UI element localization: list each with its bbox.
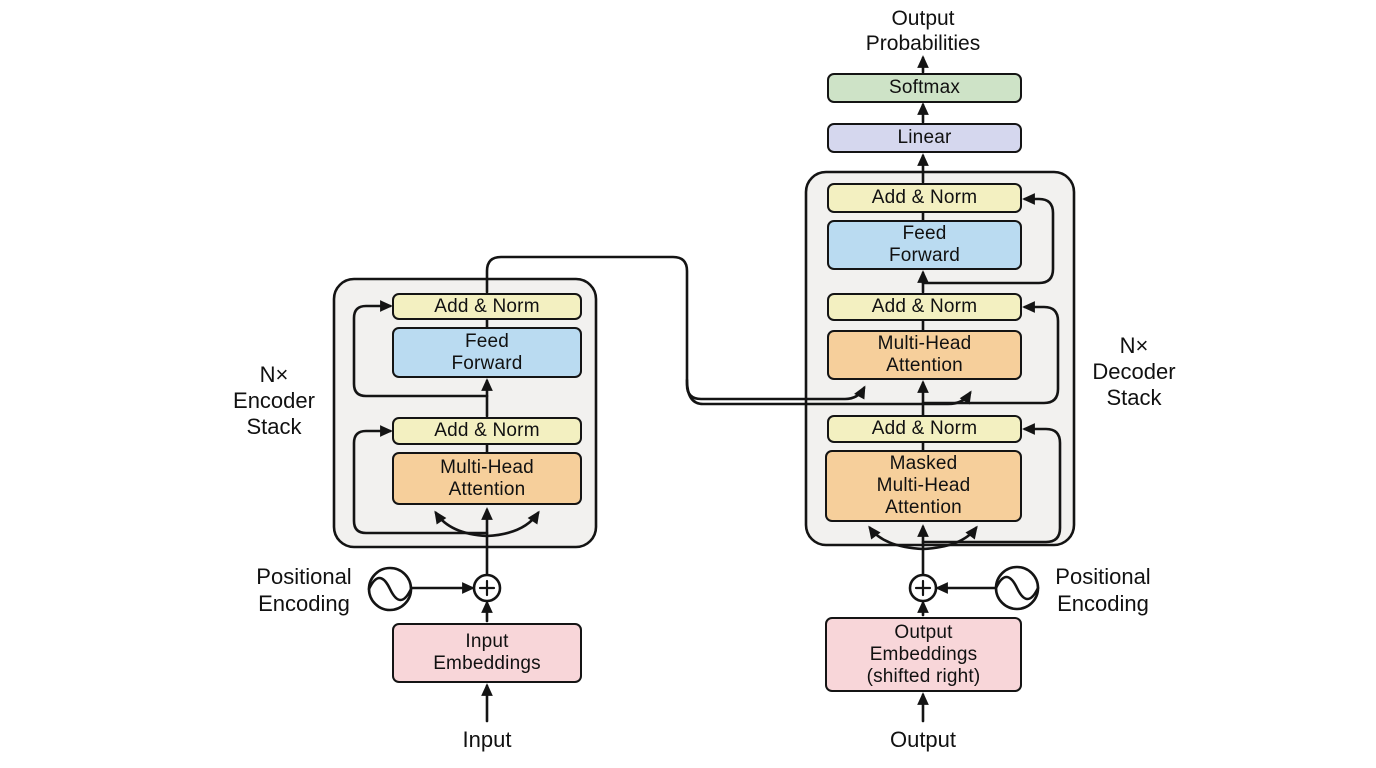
add-norm-label: Add & Norm <box>434 295 540 317</box>
input-embedding-label-line1: Input <box>465 631 509 652</box>
encoder-add-norm-bottom-box: Add & Norm <box>392 417 582 445</box>
encoder-qkv-left-arrow <box>434 510 489 538</box>
add-norm-label: Add & Norm <box>434 420 540 441</box>
sine-wave-icon-right <box>994 575 1040 601</box>
masked-mha-label-line2: Multi-Head <box>876 475 971 496</box>
output-embedding-label-line1: Output <box>894 621 953 643</box>
positional-encoding-right-line1: Positional <box>1055 564 1151 589</box>
decoder-qkv-left-arrow <box>868 525 925 551</box>
input-label: Input <box>462 727 512 752</box>
input-embedding-box: Input Embeddings <box>392 623 582 683</box>
positional-encoding-left-label: Positional Encoding <box>224 563 384 617</box>
plus-icon-right <box>914 579 932 597</box>
decoder-add-norm-bottom-box: Add & Norm <box>827 415 1022 443</box>
positional-encoding-right-line2: Encoding <box>1057 591 1149 616</box>
decoder-multi-head-attention-box: Multi-Head Attention <box>827 330 1022 380</box>
encoder-qkv-right-arrow <box>485 510 540 538</box>
softmax-label: Softmax <box>888 77 961 98</box>
output-probabilities-line2: Probabilities <box>865 32 981 55</box>
decoder-stack-line1: N× <box>1119 333 1149 358</box>
output-label: Output <box>889 727 957 752</box>
decoder-stack-line2: Decoder <box>1092 359 1176 384</box>
positional-encoding-left-line1: Positional <box>256 564 352 589</box>
encoder-stack-line2: Encoder <box>233 388 315 413</box>
add-norm-label: Add & Norm <box>871 418 978 439</box>
decoder-residual-1 <box>921 423 1062 544</box>
output-embedding-label-line3: (shifted right) <box>866 665 981 687</box>
decoder-stack-label: N× Decoder Stack <box>1064 333 1204 411</box>
encoder-multi-head-attention-box: Multi-Head Attention <box>392 452 582 505</box>
output-probabilities-label: Output Probabilities <box>823 6 1023 56</box>
sine-wave-icon-left <box>367 576 413 602</box>
linear-label: Linear <box>897 127 952 148</box>
encoder-stack-label: N× Encoder Stack <box>204 362 344 440</box>
encoder-to-decoder-connection <box>485 255 866 401</box>
input-embedding-label-line2: Embeddings <box>433 653 541 674</box>
positional-encoding-right-label: Positional Encoding <box>1023 563 1183 617</box>
encoder-residual-1 <box>352 425 489 535</box>
softmax-box: Softmax <box>827 73 1022 103</box>
output-embedding-box: Output Embeddings (shifted right) <box>825 617 1022 692</box>
decoder-add-norm-mid-box: Add & Norm <box>827 293 1022 321</box>
encoder-feed-forward-box: Feed Forward <box>392 327 582 378</box>
encoder-stack-line3: Stack <box>246 414 302 439</box>
masked-multi-head-attention-box: Masked Multi-Head Attention <box>825 450 1022 522</box>
mha-label-line1: Multi-Head <box>440 456 534 478</box>
positional-encoding-left-line2: Encoding <box>258 591 350 616</box>
masked-mha-label-line1: Masked <box>889 453 958 474</box>
add-norm-label: Add & Norm <box>871 187 978 208</box>
feed-forward-label-line1: Feed <box>464 330 510 352</box>
mha-label-line2: Attention <box>448 478 526 500</box>
connection-lines <box>352 55 1062 723</box>
feed-forward-label-line2: Forward <box>451 352 523 374</box>
decoder-residual-3 <box>921 193 1055 285</box>
masked-mha-label-line3: Attention <box>885 497 962 518</box>
output-embedding-label-line2: Embeddings <box>869 643 978 665</box>
decoder-add-norm-top-box: Add & Norm <box>827 183 1022 213</box>
linear-box: Linear <box>827 123 1022 153</box>
plus-icon-left <box>478 579 496 597</box>
output-probabilities-line1: Output <box>891 7 955 30</box>
decoder-residual-2 <box>921 301 1060 405</box>
encoder-add-norm-top-box: Add & Norm <box>392 293 582 320</box>
encoder-residual-2 <box>352 300 489 398</box>
decoder-feed-forward-box: Feed Forward <box>827 220 1022 270</box>
feed-forward-label-line1: Feed <box>902 223 947 244</box>
mha-label-line2: Attention <box>886 355 963 376</box>
encoder-to-decoder-branch <box>685 378 972 406</box>
add-norm-label: Add & Norm <box>871 296 978 317</box>
feed-forward-label-line2: Forward <box>888 245 961 266</box>
encoder-stack-line1: N× <box>259 362 289 387</box>
mha-label-line1: Multi-Head <box>877 333 972 354</box>
decoder-stack-line3: Stack <box>1106 385 1162 410</box>
